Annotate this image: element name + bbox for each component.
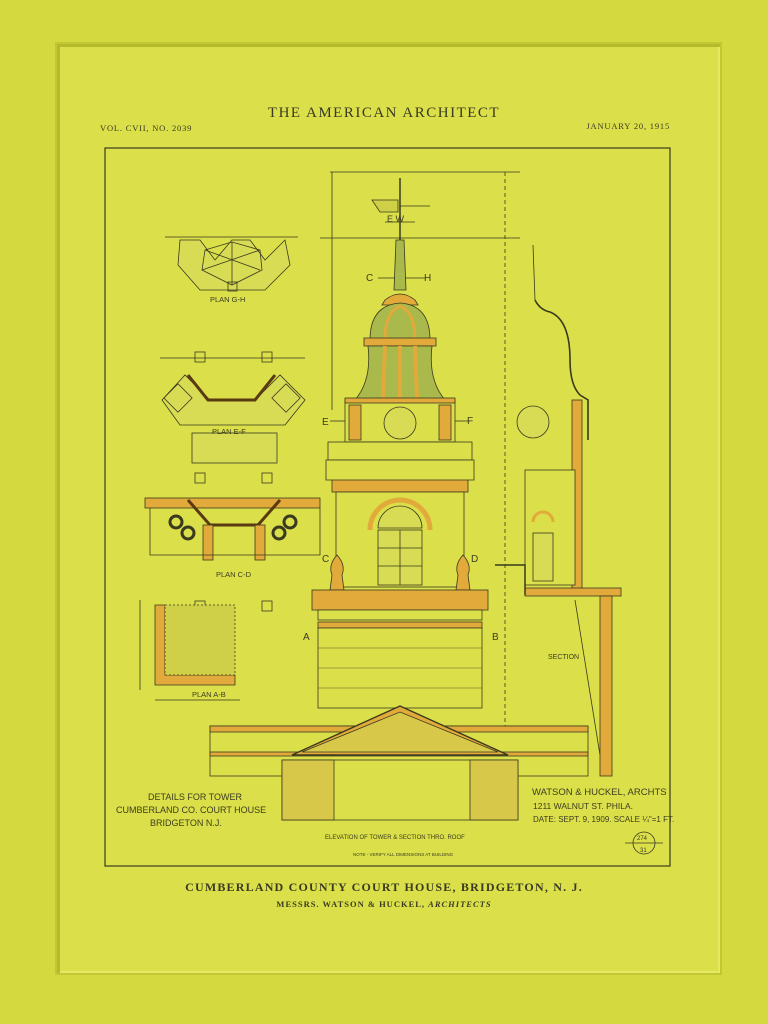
title-block-right-3: DATE: SEPT. 9, 1909. SCALE ¼"=1 FT.	[533, 815, 674, 824]
section-mark-c: C	[322, 554, 329, 565]
plan-cd	[144, 432, 321, 561]
section-mark-a: A	[303, 632, 310, 643]
plan-ab	[139, 600, 273, 701]
section-mark-d: D	[471, 554, 478, 565]
section-mark-h: H	[424, 273, 431, 284]
title-block-right-2: 1211 WALNUT ST. PHILA.	[533, 801, 633, 811]
volume-number: VOL. CVII, NO. 2039	[100, 123, 193, 133]
drawing-note: NOTE - VERIFY ALL DIMENSIONS AT BUILDING	[353, 852, 454, 857]
weathervane-letters: E W	[387, 214, 405, 224]
sheet-number: 274	[637, 836, 648, 842]
issue-date: JANUARY 20, 1915	[586, 121, 670, 131]
drawing-border	[104, 147, 671, 867]
tower-elevation	[209, 171, 589, 821]
tower-section	[495, 244, 622, 777]
section-mark-b: B	[492, 632, 499, 643]
section-mark-f: F	[467, 416, 473, 427]
plate-caption: CUMBERLAND COUNTY COURT HOUSE, BRIDGETON…	[185, 880, 583, 894]
plan-gh-label: PLAN G-H	[210, 295, 245, 304]
title-block-right-1: WATSON & HUCKEL, ARCHTS	[532, 787, 667, 798]
sheet-sub-number: 31	[640, 848, 647, 854]
plan-ef	[160, 351, 306, 426]
plan-gh	[165, 236, 298, 292]
credit-prefix: MESSRS. WATSON & HUCKEL,	[276, 899, 426, 909]
credit-role: ARCHITECTS	[428, 899, 492, 909]
sheet-number-circle	[625, 831, 663, 855]
magazine-title: THE AMERICAN ARCHITECT	[267, 105, 501, 121]
title-block-left-2: CUMBERLAND CO. COURT HOUSE	[116, 805, 266, 815]
elevation-title: ELEVATION OF TOWER & SECTION THRO. ROOF	[325, 835, 465, 841]
plan-ef-label: PLAN E-F	[212, 427, 246, 436]
architect-credit: MESSRS. WATSON & HUCKEL, ARCHITECTS	[0, 899, 768, 909]
title-block-left-3: BRIDGETON N.J.	[150, 818, 222, 828]
title-block-left-1: DETAILS FOR TOWER	[148, 792, 243, 802]
section-mark-e: E	[322, 417, 329, 428]
plan-ab-label: PLAN A-B	[192, 690, 226, 699]
section-mark-c-top: C	[366, 273, 373, 284]
section-label: SECTION	[548, 654, 579, 661]
plan-cd-label: PLAN C-D	[216, 570, 252, 579]
